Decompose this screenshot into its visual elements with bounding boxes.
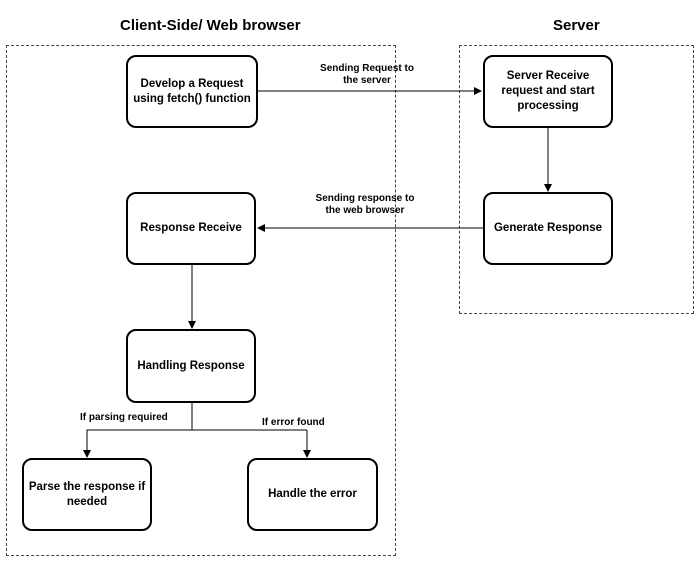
develop-request-label: Develop a Request using fetch() function	[133, 77, 251, 105]
handling-response-label: Handling Response	[137, 359, 245, 372]
parse-response-box: Parse the response if needed	[22, 458, 152, 531]
generate-response-box: Generate Response	[483, 192, 613, 265]
parse-branch-label: If parsing required	[80, 412, 168, 423]
response-receive-box: Response Receive	[126, 192, 256, 265]
server-section-title: Server	[553, 17, 600, 34]
send-request-label: Sending Request to the server	[312, 63, 422, 87]
handle-error-box: Handle the error	[247, 458, 378, 531]
send-response-label: Sending response to the web browser	[309, 193, 421, 217]
send-response-line-1: Sending response to	[315, 193, 415, 204]
error-branch-label: If error found	[262, 417, 325, 428]
handle-error-label: Handle the error	[268, 488, 357, 500]
send-response-line-2: the web browser	[325, 205, 405, 216]
server-receive-label: Server Receive request and start process…	[501, 70, 595, 112]
server-receive-box: Server Receive request and start process…	[483, 55, 613, 128]
parse-branch-arrow	[83, 429, 192, 458]
generate-response-label: Generate Response	[493, 222, 602, 234]
develop-request-box: Develop a Request using fetch() function	[126, 55, 258, 128]
response-receive-label: Response Receive	[140, 222, 242, 234]
handling-response-box: Handling Response	[126, 329, 256, 403]
server-zone	[459, 45, 694, 314]
send-request-line-1: Sending Request to	[320, 63, 414, 74]
parse-response-label: Parse the response if needed	[28, 480, 146, 508]
client-zone	[6, 45, 396, 556]
client-section-title: Client-Side/ Web browser	[120, 17, 301, 34]
send-request-line-2: the server	[343, 75, 391, 86]
